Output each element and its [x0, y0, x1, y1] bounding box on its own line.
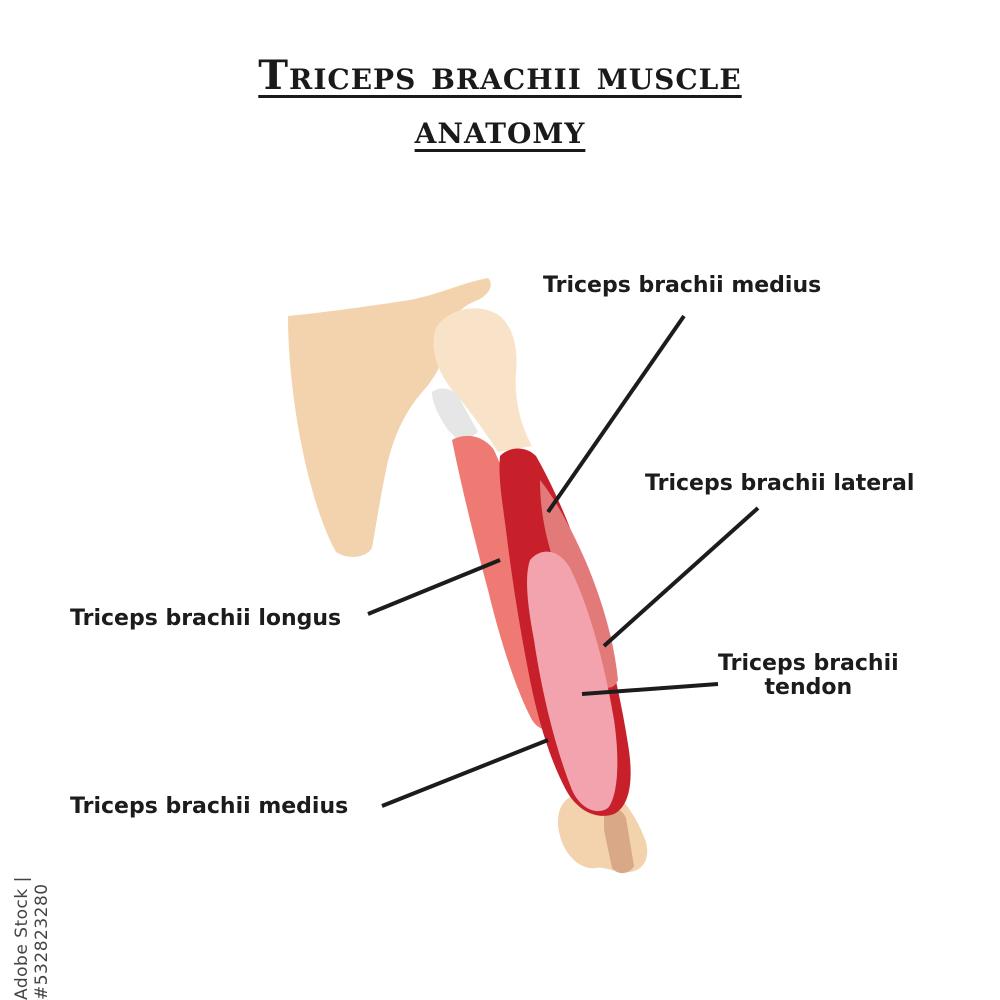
label-triceps-longus: Triceps brachii longus	[70, 606, 342, 631]
leader-tendon	[581, 682, 719, 696]
stock-watermark: Adobe Stock | #532823280	[12, 876, 52, 1000]
label-tendon-line-2: tendon	[764, 675, 853, 701]
shoulder-tendon	[432, 388, 478, 444]
label-triceps-medius-top: Triceps brachii medius	[543, 273, 822, 298]
title-line-1: Triceps brachii muscle	[258, 52, 742, 99]
leader-lateral	[602, 506, 760, 648]
label-triceps-tendon: Triceps brachii tendon	[718, 651, 899, 701]
triceps-tendon-shape	[527, 551, 618, 812]
label-tendon-line-1: Triceps brachii	[718, 651, 899, 676]
leader-medius-bottom	[381, 738, 549, 808]
leader-medius-top	[546, 314, 686, 514]
title-line-2: anatomy	[414, 106, 586, 153]
humerus-head	[433, 308, 532, 452]
label-triceps-medius-bottom: Triceps brachii medius	[70, 794, 349, 819]
label-triceps-lateral: Triceps brachii lateral	[645, 471, 915, 496]
leader-longus	[367, 558, 501, 616]
ulna	[604, 808, 634, 874]
triceps-lateral-shape	[540, 480, 618, 688]
